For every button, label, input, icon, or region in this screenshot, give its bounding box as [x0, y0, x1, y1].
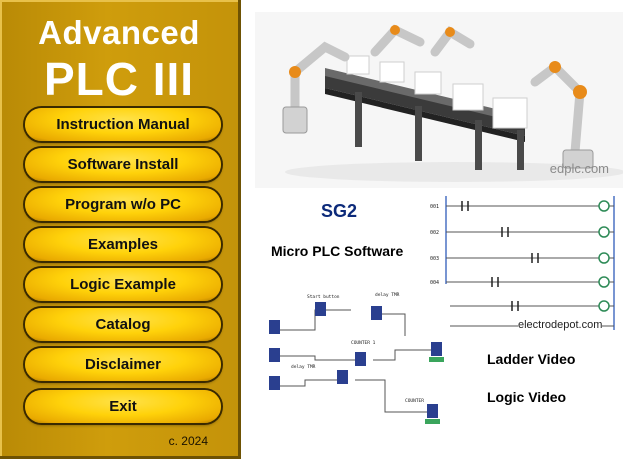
svg-text:002: 002: [430, 230, 439, 236]
svg-text:COUNTER 1: COUNTER 1: [351, 340, 376, 346]
logic-example-button[interactable]: Logic Example: [25, 268, 221, 301]
examples-button[interactable]: Examples: [25, 228, 221, 261]
product-subtitle: Micro PLC Software: [271, 243, 404, 259]
menu-panel: Advanced PLC III Instruction Manual Soft…: [0, 0, 241, 459]
ladder-image-watermark: electrodepot.com: [518, 319, 603, 331]
copyright-text: c. 2024: [168, 434, 208, 448]
svg-text:delay TMR: delay TMR: [375, 292, 400, 298]
logic-video-link[interactable]: Logic Video: [487, 389, 567, 405]
catalog-button[interactable]: Catalog: [25, 308, 221, 341]
svg-text:COUNTER: COUNTER: [405, 398, 424, 404]
instruction-manual-button[interactable]: Instruction Manual: [25, 108, 221, 141]
ladder-video-link[interactable]: Ladder Video: [487, 351, 576, 367]
svg-text:004: 004: [430, 280, 439, 286]
svg-text:001: 001: [430, 204, 439, 210]
logic-diagram-image[interactable]: Start button delay TMR COUNTER 1 delay T…: [255, 284, 450, 425]
content-area: edplc.com SG2 Micro PLC Software: [241, 0, 631, 460]
disclaimer-button[interactable]: Disclaimer: [25, 348, 221, 381]
svg-text:003: 003: [430, 256, 439, 262]
svg-text:delay TMR: delay TMR: [291, 364, 316, 370]
program-without-pc-button[interactable]: Program w/o PC: [25, 188, 221, 221]
robot-image-watermark: edplc.com: [549, 161, 609, 176]
app-title-line1: Advanced: [38, 14, 200, 51]
app-title-line2: PLC III: [43, 53, 195, 105]
product-title: SG2: [321, 201, 358, 221]
exit-button[interactable]: Exit: [25, 390, 221, 423]
software-install-button[interactable]: Software Install: [25, 148, 221, 181]
svg-text:Start button: Start button: [307, 294, 340, 300]
robot-assembly-image: edplc.com: [255, 12, 623, 188]
